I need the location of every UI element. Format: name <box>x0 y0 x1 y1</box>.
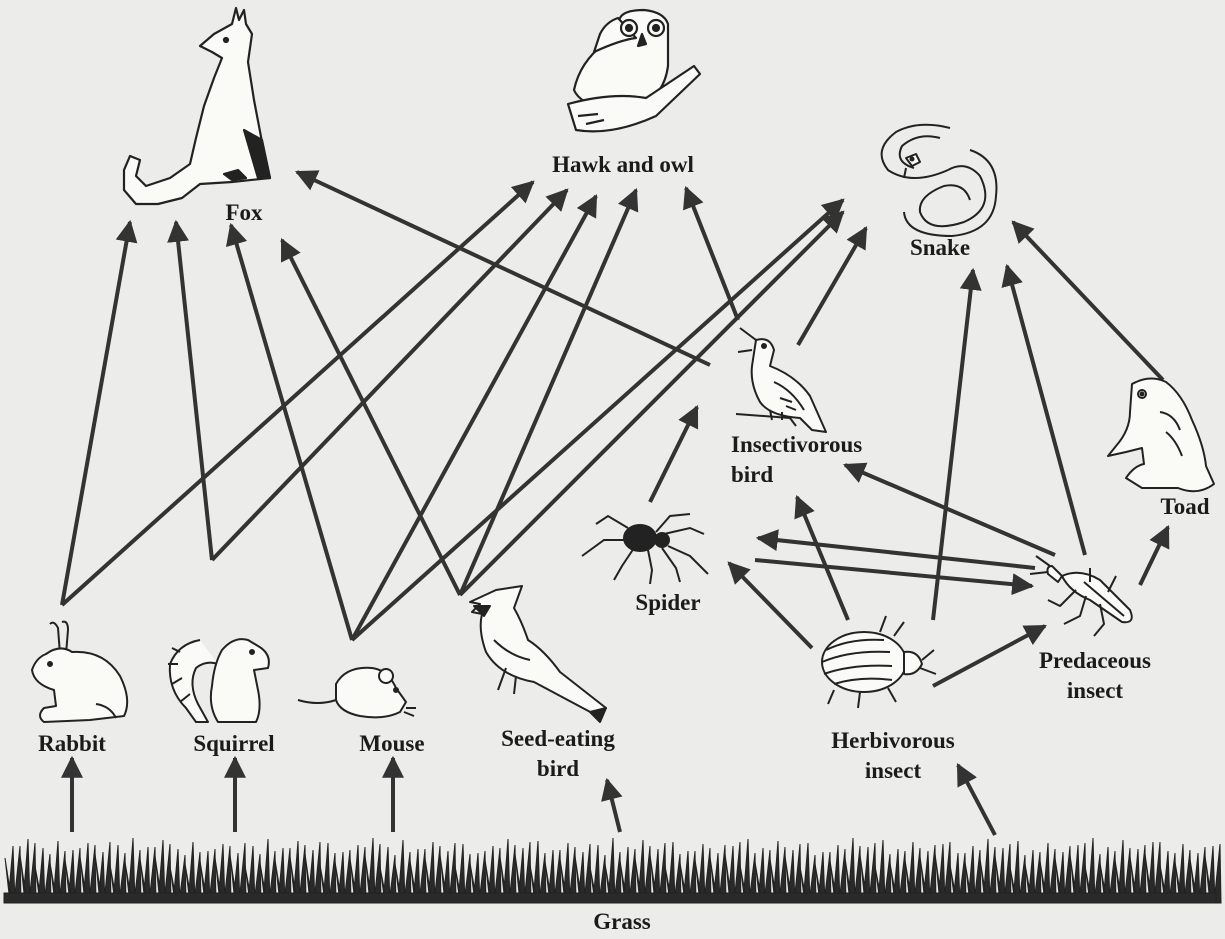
cardinal-icon <box>470 586 606 722</box>
grass-base <box>4 893 1216 903</box>
arrow-mouse-hawk <box>352 196 596 640</box>
owl-icon <box>568 10 700 131</box>
label-mouse: Mouse <box>359 729 424 759</box>
arrow-herb-snake <box>933 270 973 620</box>
label-fox: Fox <box>225 198 262 228</box>
label-line: Seed-eating <box>501 724 615 754</box>
label-snake: Snake <box>910 233 970 263</box>
label-hawk-owl: Hawk and owl <box>552 150 694 180</box>
arrow-predaceous-snake <box>1007 266 1085 555</box>
arrow-spider-insectbird <box>650 407 697 502</box>
arrow-toad-snake <box>1013 222 1163 380</box>
label-insectivorous-bird: Insectivorous bird <box>731 430 862 490</box>
label-squirrel: Squirrel <box>193 729 274 759</box>
arrow-seedbird-fox <box>282 240 460 595</box>
label-herbivorous-insect: Herbivorous insect <box>831 726 955 786</box>
arrow-predaceous-toad <box>1140 527 1168 585</box>
spider-icon <box>582 514 708 584</box>
fox-icon <box>124 8 270 204</box>
label-line: bird <box>731 460 862 490</box>
label-line: Insectivorous <box>731 430 862 460</box>
label-rabbit: Rabbit <box>38 729 106 759</box>
toad-icon <box>1108 378 1214 491</box>
label-line: bird <box>501 754 615 784</box>
arrow-squirrel-fox <box>176 222 212 560</box>
grass-icon <box>4 838 1221 903</box>
arrow-insectbird-hawk <box>686 188 738 320</box>
label-predaceous-insect: Predaceous insect <box>1039 646 1151 706</box>
beetle-icon <box>822 616 936 708</box>
arrow-grass-seed-bird <box>607 780 620 832</box>
arrow-herb-spider <box>729 563 812 648</box>
label-line: insect <box>831 756 955 786</box>
arrow-herb-insectbird <box>797 497 848 620</box>
snake-icon <box>882 125 997 236</box>
arrow-squirrel-hawk <box>212 190 567 560</box>
bird-icon <box>736 328 826 432</box>
label-seed-eating-bird: Seed-eating bird <box>501 724 615 784</box>
squirrel-icon <box>168 639 269 722</box>
arrow-mouse-snake <box>352 200 843 640</box>
arrow-grass-herbivorous-insect <box>958 765 995 835</box>
beetle-icon <box>1030 556 1132 636</box>
label-toad: Toad <box>1160 492 1209 522</box>
label-line: insect <box>1039 676 1151 706</box>
label-line: Herbivorous <box>831 726 955 756</box>
rabbit-icon <box>32 622 127 722</box>
mouse-icon <box>298 668 416 718</box>
arrow-rabbit-fox <box>62 222 130 605</box>
arrow-herb-predaceous <box>933 626 1045 686</box>
label-spider: Spider <box>635 588 700 618</box>
label-grass: Grass <box>593 907 651 937</box>
label-line: Predaceous <box>1039 646 1151 676</box>
